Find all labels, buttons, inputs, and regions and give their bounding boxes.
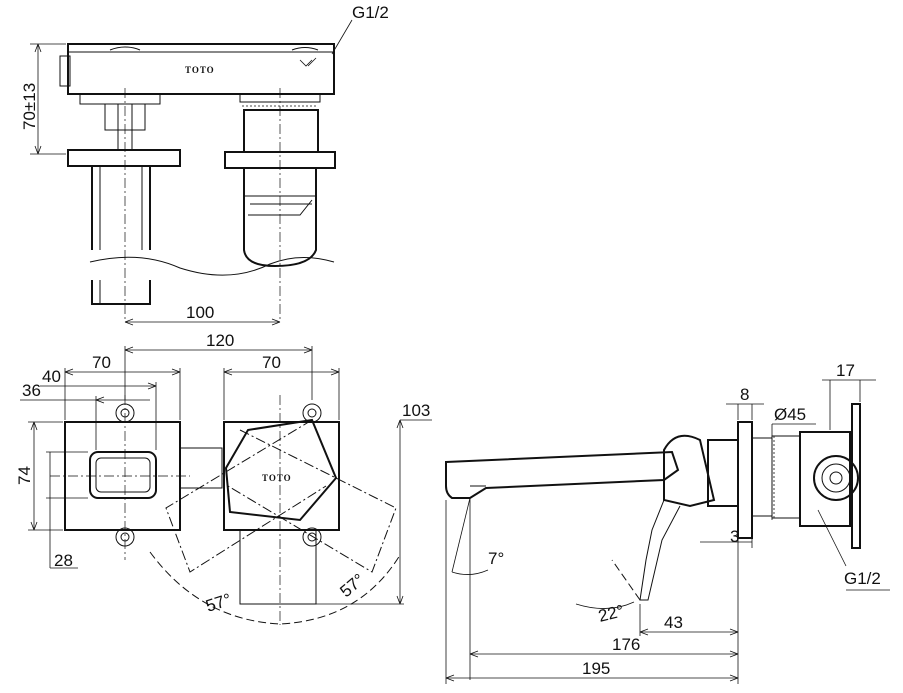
brand-logo: TOTO bbox=[185, 65, 215, 75]
dim-8: 8 bbox=[740, 385, 749, 404]
spout bbox=[445, 450, 680, 499]
dim-103: 103 bbox=[402, 401, 430, 420]
angle-spout-7: 7° bbox=[488, 549, 504, 568]
top-view: TOTO 70±13 100 G1/2 bbox=[20, 3, 389, 326]
dim-70-right: 70 bbox=[262, 353, 281, 372]
side-thread-label: G1/2 bbox=[844, 569, 881, 588]
top-thread-label: G1/2 bbox=[352, 3, 389, 22]
side-view: 7° 22° 43 176 195 3 8 Ø45 bbox=[445, 361, 890, 684]
dim-195: 195 bbox=[582, 659, 610, 678]
dim-28: 28 bbox=[54, 551, 73, 570]
dim-40: 40 bbox=[42, 367, 61, 386]
angle-left-57: 57° bbox=[203, 590, 233, 616]
dim-36: 36 bbox=[22, 381, 41, 400]
dim-spacing-100: 100 bbox=[186, 303, 214, 322]
front-brand-logo: TOTO bbox=[262, 473, 292, 483]
dim-height-adjust: 70±13 bbox=[20, 83, 39, 130]
dim-3: 3 bbox=[730, 527, 739, 546]
top-body bbox=[67, 43, 335, 95]
dim-176: 176 bbox=[612, 635, 640, 654]
dim-diameter-45: Ø45 bbox=[774, 405, 806, 424]
handle bbox=[663, 434, 716, 508]
angle-handle-22: 22° bbox=[596, 601, 626, 626]
dim-120: 120 bbox=[206, 331, 234, 350]
dim-74: 74 bbox=[15, 466, 34, 485]
dim-17: 17 bbox=[836, 361, 855, 380]
dim-43: 43 bbox=[664, 613, 683, 632]
front-view: TOTO 120 70 70 40 36 bbox=[15, 331, 432, 625]
dim-70-left: 70 bbox=[92, 353, 111, 372]
